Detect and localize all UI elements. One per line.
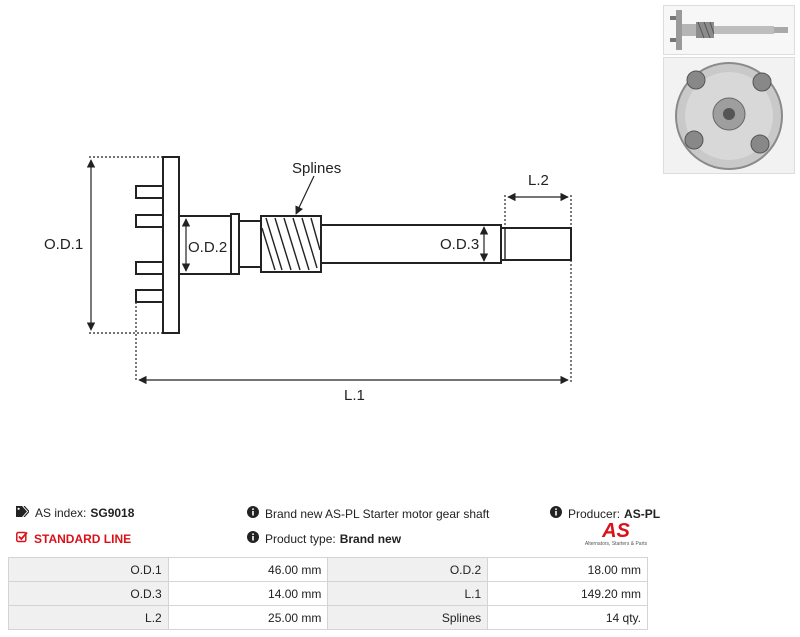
od1-label: O.D.1 (44, 236, 83, 253)
product-thumbnail-front[interactable] (663, 57, 795, 174)
as-index-value: SG9018 (90, 506, 135, 520)
product-type-label: Product type: (265, 531, 336, 546)
od3-label: O.D.3 (440, 236, 479, 253)
product-type-row: Product type: Brand new (247, 531, 401, 546)
flange-pin (135, 185, 165, 199)
l1-label: L.1 (344, 387, 365, 404)
spec-label: L.1 (327, 581, 489, 606)
logo-tagline: Alternators, Starters & Parts (584, 541, 648, 547)
spline-line (261, 227, 276, 271)
product-type-value: Brand new (339, 531, 402, 546)
spline-line (301, 217, 318, 269)
as-index-row: AS index: SG9018 (16, 505, 135, 520)
description-row: Brand new AS-PL Starter motor gear shaft (247, 506, 489, 521)
info-circle-icon (247, 531, 259, 546)
spec-value: 149.20 mm (487, 581, 648, 606)
spline-line (274, 217, 292, 271)
splines-label: Splines (292, 160, 341, 177)
producer-row: Producer: AS-PL (550, 506, 660, 521)
logo-mark: AS (602, 520, 630, 542)
as-pl-logo: AS Alternators, Starters & Parts (583, 521, 649, 547)
flange (162, 156, 180, 334)
technical-drawing: O.D.1 O.D.2 O.D.3 L.1 L.2 Splines (44, 156, 572, 404)
checkbox-icon (16, 531, 28, 546)
flange-pin (135, 214, 165, 228)
info-circle-icon (550, 506, 562, 521)
table-row: O.D.1 46.00 mm O.D.2 18.00 mm (8, 557, 648, 582)
producer-label: Producer: (568, 506, 621, 521)
spec-value: 14.00 mm (167, 581, 329, 606)
info-circle-icon (247, 506, 259, 521)
standard-line-label: STANDARD LINE (34, 531, 132, 546)
spline-line (310, 217, 321, 251)
l2-label: L.2 (528, 172, 549, 189)
shaft-end (500, 227, 572, 261)
description-text: Brand new AS-PL Starter motor gear shaft (265, 506, 490, 521)
spec-value: 18.00 mm (487, 557, 648, 582)
shaft-collar (238, 220, 262, 268)
spec-label: L.2 (8, 605, 169, 630)
table-row: L.2 25.00 mm Splines 14 qty. (8, 605, 648, 630)
spline-line (265, 217, 283, 271)
spec-label: O.D.3 (8, 581, 169, 606)
splines-body (260, 215, 322, 273)
spline-line (283, 217, 301, 271)
flange-pin (135, 289, 165, 303)
specs-table: O.D.1 46.00 mm O.D.2 18.00 mm O.D.3 14.0… (8, 557, 648, 630)
shaft-main (320, 224, 502, 264)
producer-value: AS-PL (624, 506, 661, 521)
spec-label: O.D.1 (8, 557, 169, 582)
spec-label: O.D.2 (327, 557, 489, 582)
spec-label: Splines (327, 605, 489, 630)
spec-value: 46.00 mm (167, 557, 329, 582)
od2-label: O.D.2 (188, 239, 227, 256)
flange-photo-icon (664, 58, 794, 173)
table-row: O.D.3 14.00 mm L.1 149.20 mm (8, 581, 648, 606)
spec-value: 14 qty. (487, 605, 648, 630)
as-index-label: AS index: (35, 506, 87, 520)
shaft-photo-icon (664, 6, 794, 54)
splines-leader (295, 175, 315, 215)
flange-pin (135, 261, 165, 275)
product-thumbnail-side[interactable] (663, 5, 795, 55)
spline-line (292, 217, 310, 271)
standard-line-row: STANDARD LINE (16, 531, 131, 546)
tags-icon (16, 505, 30, 520)
spec-value: 25.00 mm (167, 605, 329, 630)
shaft-neck (230, 213, 240, 275)
